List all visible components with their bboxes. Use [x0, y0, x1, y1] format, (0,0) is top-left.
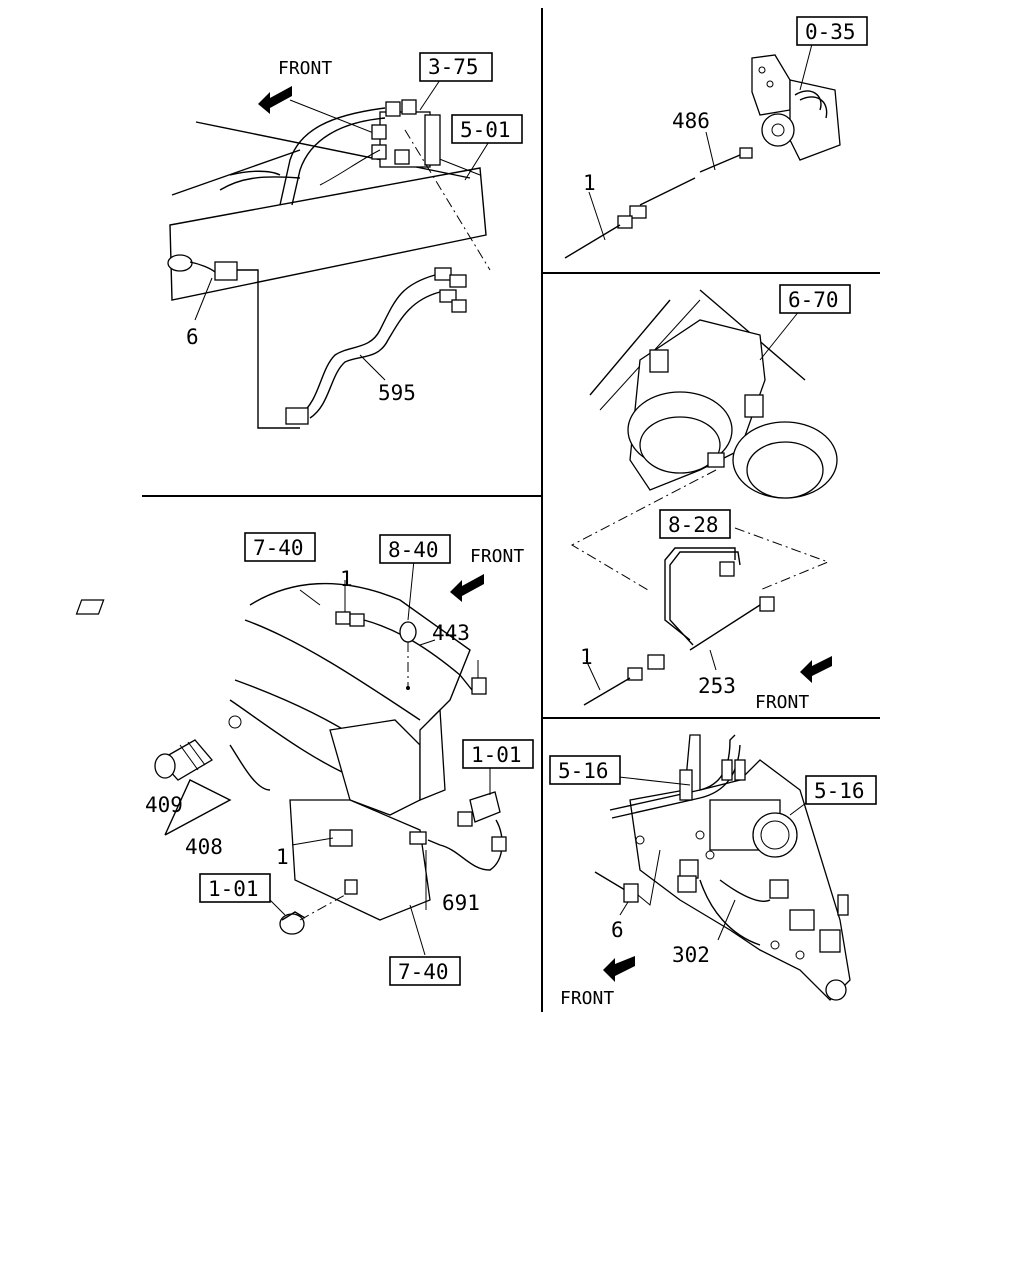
harness-595	[285, 267, 467, 425]
ref-label-8-40: 8-40	[388, 538, 439, 562]
ref-label-5-16: 5-16	[558, 759, 609, 783]
ref-label-8-28: 8-28	[668, 513, 719, 537]
ref-box-6-70	[779, 284, 851, 314]
ref-label-6-70: 6-70	[788, 288, 839, 312]
instrument-panel	[75, 582, 471, 921]
ref-label-1-01: 1-01	[208, 877, 259, 901]
part-number-6: 6	[611, 918, 624, 942]
harness-253	[583, 547, 775, 706]
frame-member	[169, 167, 487, 301]
panel-mid-right: 6-70 8-28 1 253 FRONT	[570, 284, 851, 713]
ref-box-5-16	[805, 775, 877, 805]
ref-box-7-40	[389, 956, 461, 986]
panel-top-left: FRONT	[167, 52, 523, 429]
bulb-8-40	[399, 621, 417, 690]
panel-top-right: 0-35 486 1	[564, 16, 868, 259]
front-label: FRONT	[755, 692, 809, 713]
part-number-1: 1	[340, 567, 353, 591]
front-arrow-icon	[258, 86, 292, 114]
cap-1-01	[279, 911, 306, 935]
part-number-1: 1	[583, 171, 596, 195]
part-number-1: 1	[580, 645, 593, 669]
valve-block	[371, 99, 441, 168]
ref-box-0-35	[796, 16, 868, 46]
ref-label-0-35: 0-35	[805, 20, 856, 44]
panel-bottom-left: 7-40 8-40 FRONT 1 443 1-01 409 408 1 691…	[75, 532, 534, 986]
ref-box-1-01	[199, 873, 271, 903]
horn-assembly	[627, 319, 838, 499]
bracket-assembly	[751, 54, 841, 161]
ref-box-5-16	[549, 755, 621, 785]
panel-bottom-right: 5-16 5-16 6 302 FRONT	[549, 734, 877, 1009]
part-number-408: 408	[185, 835, 223, 859]
front-label: FRONT	[278, 58, 332, 79]
part-number-6: 6	[186, 325, 199, 349]
ref-label-5-16: 5-16	[814, 779, 865, 803]
connector-6	[594, 871, 639, 903]
part-number-409: 409	[145, 793, 183, 817]
front-arrow-icon	[603, 956, 635, 982]
ref-label-1-01: 1-01	[471, 743, 522, 767]
front-arrow-icon	[450, 574, 484, 602]
switch-409	[154, 715, 242, 781]
harness-486	[564, 147, 753, 259]
panel-dividers	[142, 8, 880, 1012]
sensor-691	[427, 791, 507, 871]
part-number-253: 253	[698, 674, 736, 698]
front-arrow-icon	[800, 656, 832, 683]
part-number-691: 691	[442, 891, 480, 915]
part-number-443: 443	[432, 621, 470, 645]
part-number-302: 302	[672, 943, 710, 967]
ref-label-7-40: 7-40	[398, 960, 449, 984]
front-label: FRONT	[470, 546, 524, 567]
ref-box-5-01	[451, 114, 523, 144]
ref-label-7-40: 7-40	[253, 536, 304, 560]
ref-label-3-75: 3-75	[428, 55, 479, 79]
ref-box-3-75	[419, 52, 493, 82]
ref-box-8-40	[379, 534, 451, 564]
front-label: FRONT	[560, 988, 614, 1009]
actuator-assembly	[609, 734, 851, 1001]
ref-box-1-01	[462, 739, 534, 769]
part-number-486: 486	[672, 109, 710, 133]
sensor-6	[167, 254, 238, 281]
part-number-1: 1	[276, 845, 289, 869]
ref-box-7-40	[244, 532, 316, 562]
ref-label-5-01: 5-01	[460, 118, 511, 142]
ref-box-8-28	[659, 509, 731, 539]
part-number-595: 595	[378, 381, 416, 405]
